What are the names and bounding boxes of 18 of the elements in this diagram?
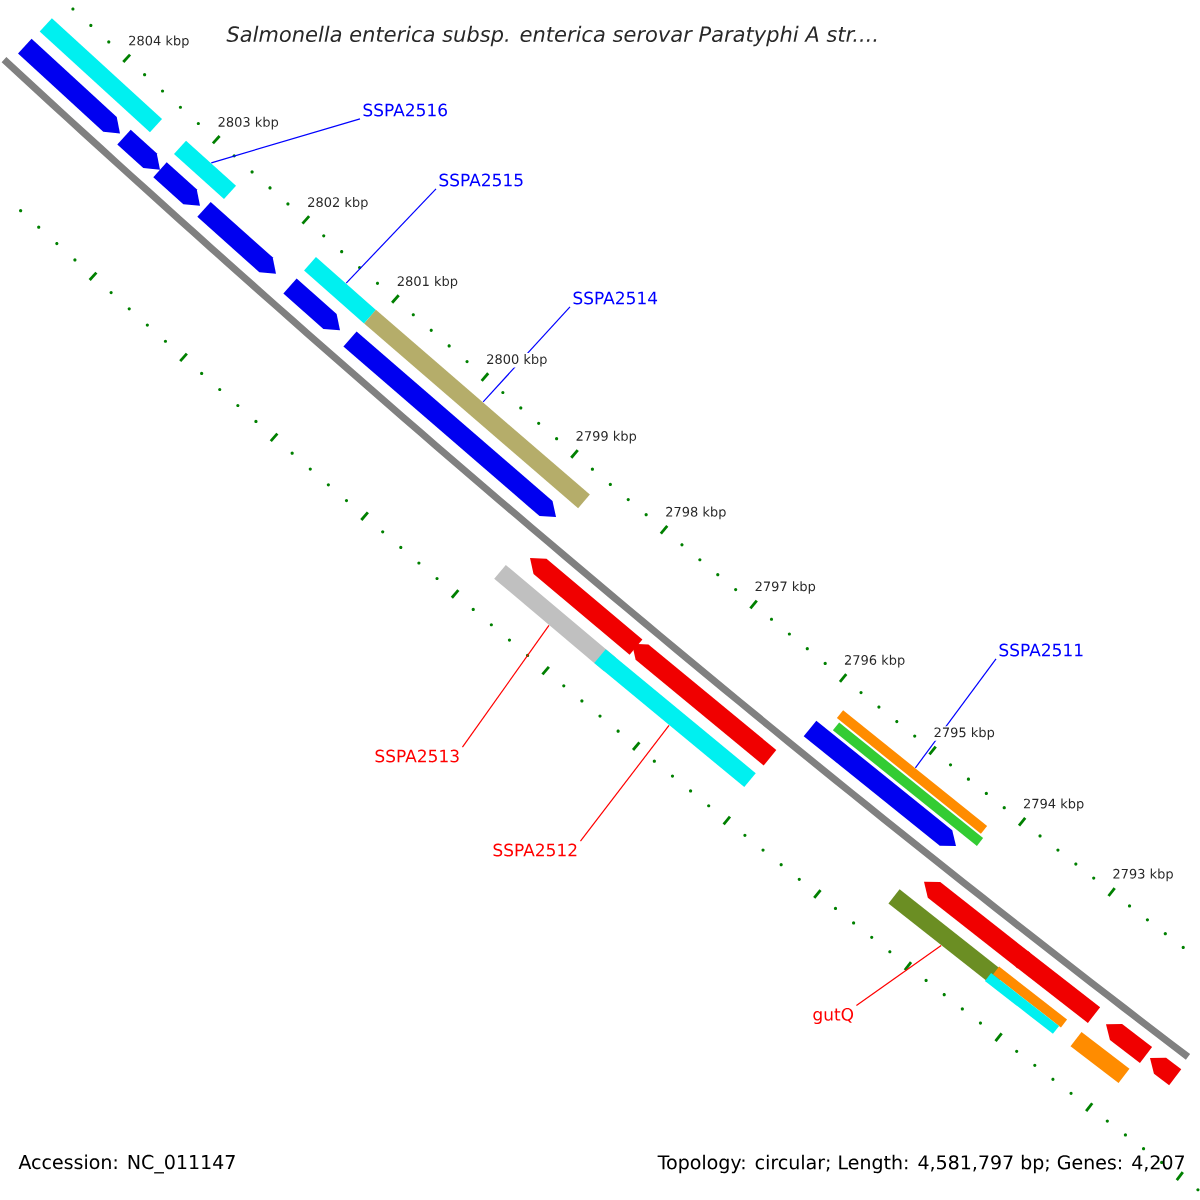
leader-line	[461, 624, 550, 748]
gene-label: SSPA2514	[573, 291, 658, 305]
gene-label: SSPA2511	[999, 643, 1083, 657]
gene-label: SSPA2513	[375, 749, 459, 763]
gene-feature	[304, 257, 376, 324]
leader-line	[345, 188, 437, 284]
gene-label: SSPA2516	[363, 103, 447, 117]
gene-label: SSPA2512	[493, 843, 577, 857]
accession-label: Accession: NC_011147	[18, 1154, 235, 1174]
leader-line	[855, 944, 942, 1007]
gene-label: gutQ	[813, 1007, 854, 1025]
gene-label: SSPA2515	[439, 173, 523, 187]
genome-summary: Topology: circular; Length: 4,581,797 bp; Genes: 4,207	[657, 1154, 1184, 1174]
gene-feature	[594, 649, 756, 788]
gene-feature	[174, 140, 237, 200]
leader-line	[579, 724, 670, 842]
title: Salmonella enterica subsp. enterica serovar Paratyphi A str....	[226, 25, 877, 47]
leader-line	[914, 658, 997, 769]
